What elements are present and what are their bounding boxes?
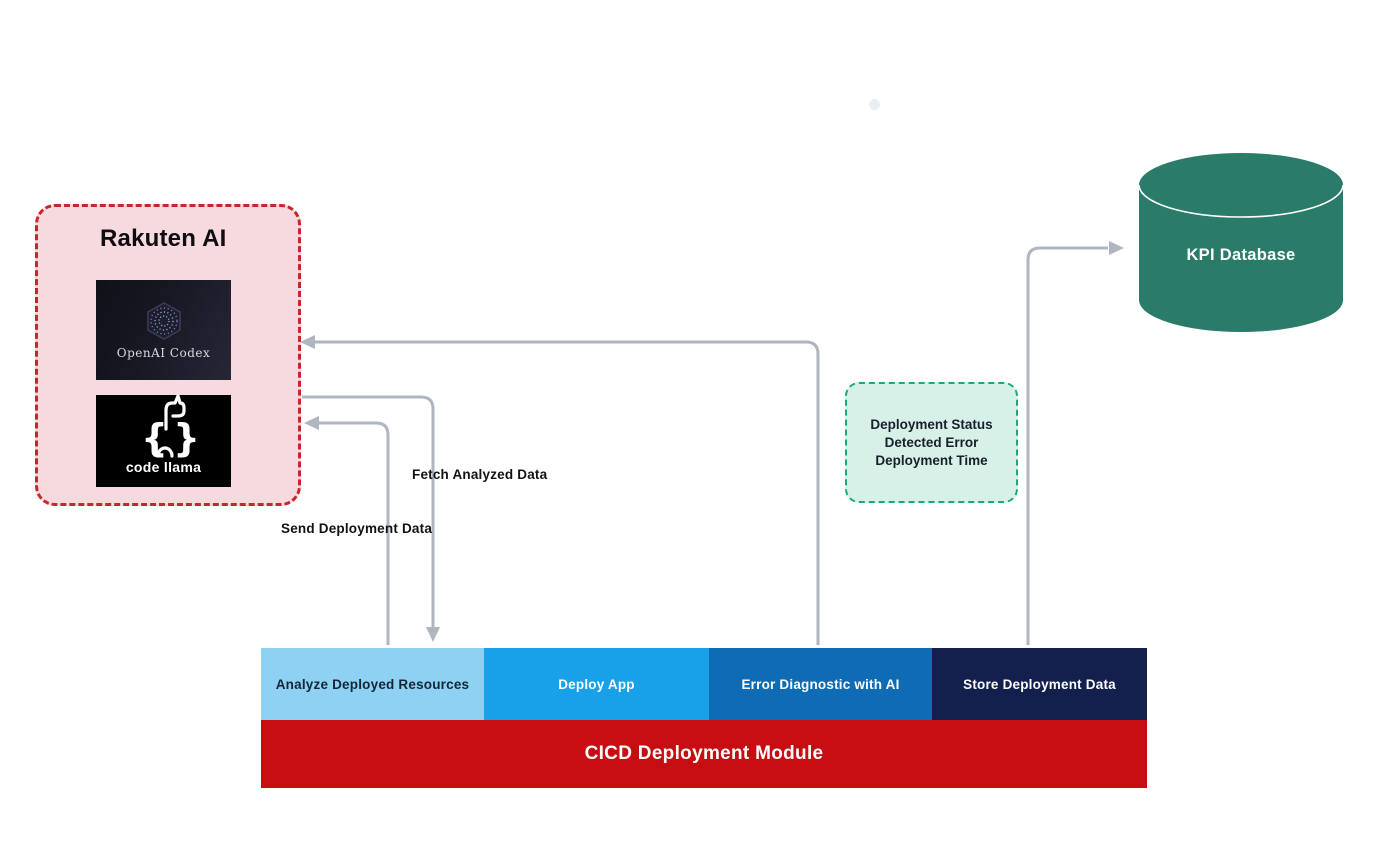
rakuten-ai-title: Rakuten AI bbox=[100, 225, 227, 252]
faint-dot-artifact bbox=[869, 99, 880, 110]
status-line-detected-error: Detected Error bbox=[884, 434, 979, 450]
cicd-deployment-module-bar: CICD Deployment Module bbox=[261, 720, 1147, 788]
code-llama-card: { } code llama bbox=[96, 395, 231, 487]
cicd-segments-row: Analyze Deployed Resources Deploy App Er… bbox=[261, 648, 1147, 720]
edge-rakuten-to-analyze bbox=[302, 395, 440, 642]
fetch-analyzed-data-label: Fetch Analyzed Data bbox=[412, 467, 548, 482]
svg-text:}: } bbox=[173, 416, 200, 460]
rakuten-ai-group: Rakuten AI OpenAI Codex { } code llama bbox=[35, 204, 301, 506]
svg-text:{: { bbox=[141, 416, 168, 460]
segment-analyze-deployed-resources: Analyze Deployed Resources bbox=[261, 648, 484, 720]
openai-codex-card: OpenAI Codex bbox=[96, 280, 231, 380]
deployment-status-note: Deployment Status Detected Error Deploym… bbox=[845, 382, 1018, 503]
kpi-database: KPI Database bbox=[1138, 152, 1344, 333]
kpi-database-label: KPI Database bbox=[1186, 246, 1296, 264]
edge-store-to-kpi bbox=[1026, 241, 1124, 645]
database-cylinder-icon bbox=[1138, 153, 1344, 332]
cicd-deployment-module-title: CICD Deployment Module bbox=[584, 743, 824, 764]
segment-error-diagnostic-with-ai: Error Diagnostic with AI bbox=[709, 648, 932, 720]
send-deployment-data-label: Send Deployment Data bbox=[281, 521, 433, 536]
status-line-deployment-time: Deployment Time bbox=[875, 452, 988, 468]
segment-store-deployment-data: Store Deployment Data bbox=[932, 648, 1147, 720]
code-llama-label: code llama bbox=[125, 459, 202, 475]
openai-codex-label: OpenAI Codex bbox=[116, 345, 211, 360]
status-line-deployment-status: Deployment Status bbox=[870, 416, 993, 432]
edge-error-diagnostic-to-rakuten bbox=[300, 335, 820, 645]
openai-codex-hexagon-icon bbox=[146, 301, 181, 340]
segment-deploy-app: Deploy App bbox=[484, 648, 709, 720]
code-llama-logo-icon: { } bbox=[141, 395, 200, 460]
